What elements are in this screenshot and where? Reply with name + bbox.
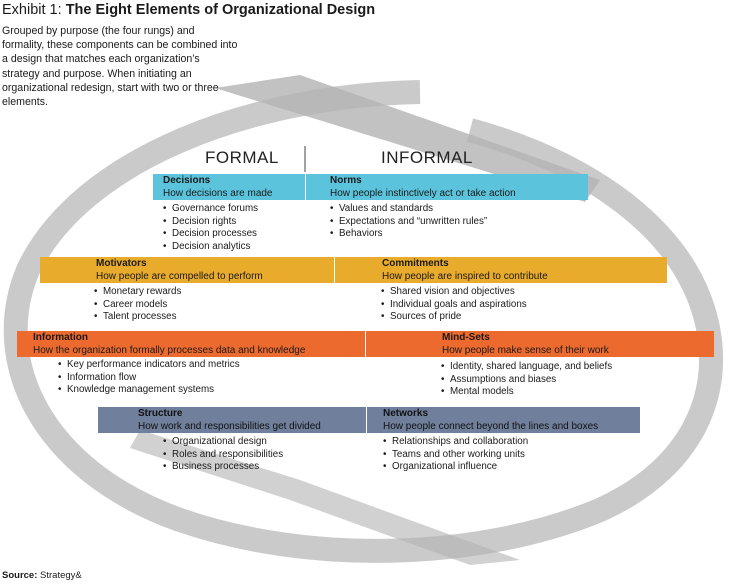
intro-text: Grouped by purpose (the four rungs) and … <box>2 25 238 109</box>
norms-desc: How people instinctively act or take act… <box>330 187 516 199</box>
networks-label: Networks How people connect beyond the l… <box>383 408 598 433</box>
motivators-name: Motivators <box>96 258 147 269</box>
decisions-list: Governance forums Decision rights Decisi… <box>163 203 258 253</box>
list-item: Knowledge management systems <box>58 384 240 397</box>
list-item: Decision rights <box>163 216 258 229</box>
source-note: Source: Strategy& <box>2 570 82 581</box>
commitments-label: Commitments How people are inspired to c… <box>382 258 548 283</box>
list-item: Assumptions and biases <box>441 374 612 387</box>
motivators-label: Motivators How people are compelled to p… <box>96 258 263 283</box>
mindsets-list: Identity, shared language, and beliefs A… <box>441 361 612 399</box>
information-desc: How the organization formally processes … <box>33 344 306 356</box>
list-item: Monetary rewards <box>94 286 181 299</box>
list-item: Expectations and “unwritten rules” <box>330 216 487 229</box>
list-item: Values and standards <box>330 203 487 216</box>
decisions-desc: How decisions are made <box>163 187 273 199</box>
list-item: Career models <box>94 299 181 312</box>
list-item: Organizational influence <box>383 461 528 474</box>
networks-desc: How people connect beyond the lines and … <box>383 420 599 432</box>
list-item: Sources of pride <box>381 311 527 324</box>
structure-list: Organizational design Roles and responsi… <box>163 436 283 474</box>
source-text: Strategy& <box>40 570 82 581</box>
list-item: Roles and responsibilities <box>163 449 283 462</box>
list-item: Organizational design <box>163 436 283 449</box>
decisions-label: Decisions How decisions are made <box>163 175 273 200</box>
band-divider <box>366 407 367 433</box>
list-item: Business processes <box>163 461 283 474</box>
networks-name: Networks <box>383 408 429 419</box>
list-item: Individual goals and aspirations <box>381 299 527 312</box>
decisions-name: Decisions <box>163 175 211 186</box>
list-item: Relationships and collaboration <box>383 436 528 449</box>
information-label: Information How the organization formall… <box>33 332 305 357</box>
informal-heading: INFORMAL <box>381 148 473 167</box>
information-name: Information <box>33 332 88 343</box>
mindsets-desc: How people make sense of their work <box>442 344 609 356</box>
structure-desc: How work and responsibilities get divide… <box>138 420 321 432</box>
commitments-desc: How people are inspired to contribute <box>382 270 548 282</box>
motivators-list: Monetary rewards Career models Talent pr… <box>94 286 181 324</box>
list-item: Shared vision and objectives <box>381 286 527 299</box>
information-list: Key performance indicators and metrics I… <box>58 359 240 397</box>
rung-decisions-norms: Decisions How decisions are made Norms H… <box>153 174 588 200</box>
list-item: Key performance indicators and metrics <box>58 359 240 372</box>
commitments-list: Shared vision and objectives Individual … <box>381 286 527 324</box>
list-item: Decision processes <box>163 228 258 241</box>
list-item: Talent processes <box>94 311 181 324</box>
commitments-name: Commitments <box>382 258 449 269</box>
list-item: Information flow <box>58 372 240 385</box>
rung-motivators-commitments: Motivators How people are compelled to p… <box>40 257 667 283</box>
list-item: Governance forums <box>163 203 258 216</box>
rung-information-mindsets: Information How the organization formall… <box>17 331 714 357</box>
structure-label: Structure How work and responsibilities … <box>138 408 321 433</box>
motivators-desc: How people are compelled to perform <box>96 270 263 282</box>
list-item: Decision analytics <box>163 241 258 254</box>
list-item: Teams and other working units <box>383 449 528 462</box>
band-divider <box>334 257 335 283</box>
list-item: Mental models <box>441 386 612 399</box>
structure-name: Structure <box>138 408 183 419</box>
norms-label: Norms How people instinctively act or ta… <box>330 175 516 200</box>
band-divider <box>365 331 366 357</box>
list-item: Identity, shared language, and beliefs <box>441 361 612 374</box>
mindsets-name: Mind-Sets <box>442 332 490 343</box>
norms-name: Norms <box>330 175 362 186</box>
page-title: The Eight Elements of Organizational Des… <box>65 2 376 18</box>
formal-heading: FORMAL <box>205 148 279 167</box>
exhibit-title: Exhibit 1: The Eight Elements of Organiz… <box>2 2 375 18</box>
networks-list: Relationships and collaboration Teams an… <box>383 436 528 474</box>
ribbon-loop <box>3 80 724 563</box>
band-divider <box>305 174 306 200</box>
list-item: Behaviors <box>330 228 487 241</box>
norms-list: Values and standards Expectations and “u… <box>330 203 487 241</box>
rung-structure-networks: Structure How work and responsibilities … <box>98 407 640 433</box>
source-label: Source: <box>2 570 38 581</box>
ribbon-strip-top <box>215 75 600 202</box>
exhibit-number: Exhibit 1: <box>2 2 62 18</box>
mindsets-label: Mind-Sets How people make sense of their… <box>442 332 609 357</box>
